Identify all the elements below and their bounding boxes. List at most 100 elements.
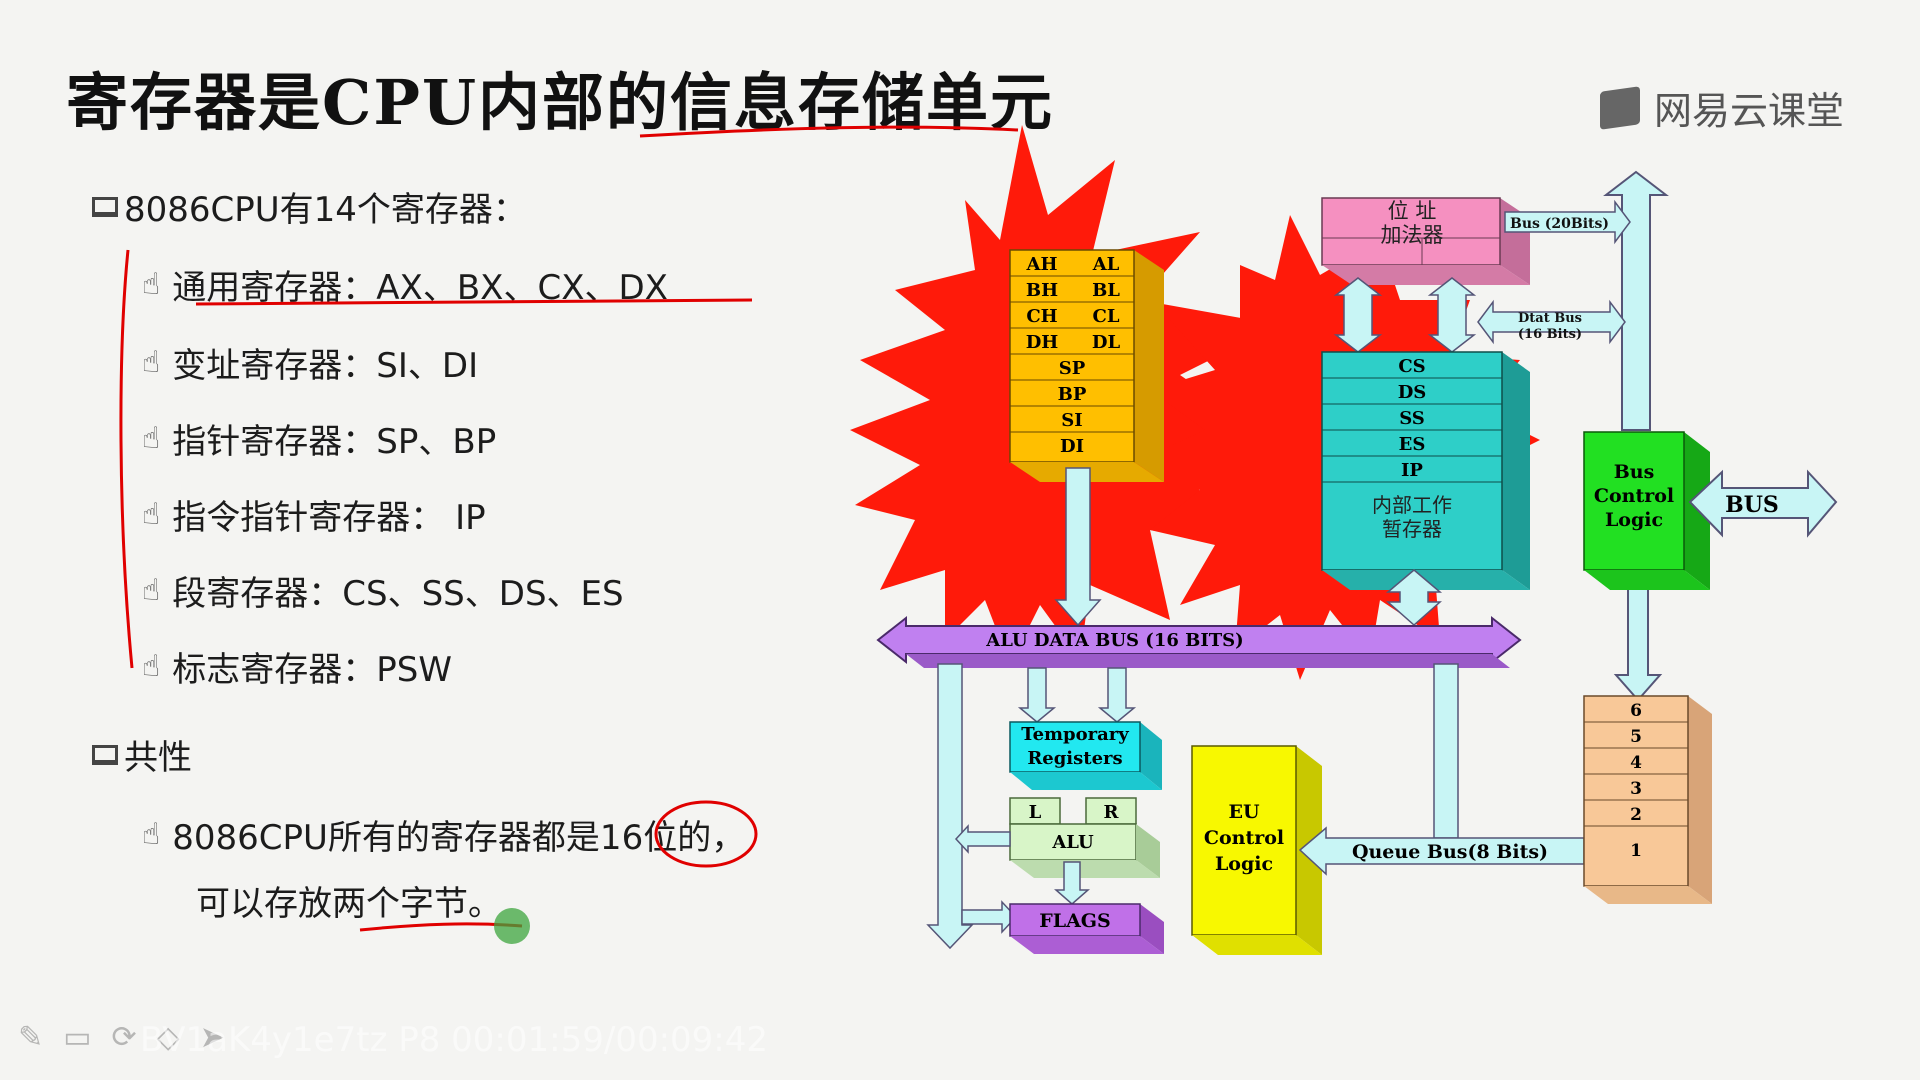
sixteen-bit-circle-annotation bbox=[654, 800, 758, 868]
temporary-registers-box bbox=[1009, 721, 1162, 790]
alu-label: ALU bbox=[1051, 832, 1094, 853]
pointing-hand-icon: ☝ bbox=[142, 345, 161, 380]
queue-slot-2: 2 bbox=[1630, 805, 1642, 825]
alu-l-input: L bbox=[1029, 802, 1042, 823]
temp-text-line: Registers bbox=[1027, 748, 1122, 769]
pointing-hand-icon: ☝ bbox=[142, 573, 161, 608]
bus-vertical-arrow bbox=[1603, 170, 1669, 431]
register-ch: CH bbox=[1026, 306, 1057, 327]
pointer-cursor-icon bbox=[494, 908, 530, 944]
register-ds: DS bbox=[1398, 382, 1427, 403]
eu-text-line: Control bbox=[1204, 827, 1284, 849]
register-group-label: 指针寄存器：SP、BP bbox=[172, 422, 497, 462]
alu-bus-right-drop bbox=[1433, 663, 1459, 839]
computer-square-icon bbox=[92, 744, 118, 765]
bus-label: BUS bbox=[1725, 492, 1779, 518]
register-bp: BP bbox=[1058, 384, 1087, 405]
brand-logo: 网易云课堂 bbox=[1600, 80, 1844, 135]
address-adder-label: 位 址加法器 bbox=[1381, 199, 1444, 247]
bus-double-arrow bbox=[1688, 469, 1838, 538]
register-group-item: ☝ 段寄存器：CS、SS、DS、ES bbox=[142, 566, 624, 615]
common-line-2: 可以存放两个字节。 bbox=[196, 884, 502, 924]
pointing-hand-icon: ☝ bbox=[142, 649, 161, 684]
screen-icon[interactable]: ▭ bbox=[63, 1020, 92, 1055]
bus20-arrow bbox=[1504, 199, 1631, 245]
general-register-underline-annotation bbox=[195, 298, 753, 306]
pointing-hand-icon: ☝ bbox=[142, 497, 161, 532]
register-group-item: ☝ 指令指针寄存器： IP bbox=[142, 490, 486, 539]
register-dh: DH bbox=[1026, 332, 1059, 353]
pen-icon[interactable]: ✎ bbox=[18, 1020, 44, 1055]
common-heading: 共性 bbox=[92, 730, 192, 779]
registers-heading: 8086CPU有14个寄存器： bbox=[92, 182, 527, 231]
bus-control-logic-box bbox=[1583, 431, 1710, 590]
register-group-label: 标志寄存器：PSW bbox=[172, 650, 452, 690]
databus-text-line: Dtat Bus bbox=[1518, 311, 1582, 326]
common-line-1: 8086CPU所有的寄存器都是16位的， bbox=[172, 818, 746, 858]
data-bus-arrow bbox=[1477, 299, 1626, 345]
eu-text-line: EU bbox=[1228, 801, 1259, 823]
instruction-queue-box bbox=[1583, 695, 1712, 904]
cursor-icon[interactable]: ➤ bbox=[199, 1020, 225, 1055]
register-group-item: ☝ 指针寄存器：SP、BP bbox=[142, 414, 496, 463]
eraser-icon[interactable]: ◇ bbox=[156, 1020, 180, 1055]
register-group-item: ☝ 变址寄存器：SI、DI bbox=[142, 338, 478, 387]
pointing-hand-icon: ☝ bbox=[142, 817, 161, 852]
register-group-label: 变址寄存器：SI、DI bbox=[172, 346, 479, 386]
bcl-text-line: Control bbox=[1594, 485, 1674, 507]
register-sp: SP bbox=[1059, 358, 1086, 379]
databus-text-line: (16 Bits) bbox=[1518, 327, 1582, 342]
queue-slot-5: 5 bbox=[1630, 727, 1642, 747]
address-adder-box bbox=[1321, 197, 1530, 285]
registers-heading-text: 8086CPU有14个寄存器： bbox=[124, 190, 527, 230]
title-underline-annotation bbox=[639, 125, 1019, 138]
alu-data-bus bbox=[876, 615, 1522, 665]
pointing-hand-icon: ☝ bbox=[142, 267, 161, 302]
register-bh: BH bbox=[1026, 280, 1058, 301]
queue-slot-4: 4 bbox=[1630, 753, 1642, 773]
bcl-text-line: Bus bbox=[1614, 461, 1655, 483]
bus20-label: Bus (20Bits) bbox=[1510, 216, 1609, 232]
queue-bus-label: Queue Bus(8 Bits) bbox=[1352, 841, 1548, 863]
bcl-text-line: Logic bbox=[1605, 509, 1663, 531]
register-group-item: ☝ 标志寄存器：PSW bbox=[142, 642, 452, 691]
register-di: DI bbox=[1060, 436, 1084, 457]
register-cl: CL bbox=[1093, 306, 1120, 327]
queue-slot-3: 3 bbox=[1630, 779, 1642, 799]
register-group-label: 指令指针寄存器： IP bbox=[172, 498, 486, 538]
player-controls: ✎ ▭ ⟳ ◇ ➤ bbox=[18, 1020, 225, 1055]
refresh-icon[interactable]: ⟳ bbox=[111, 1020, 137, 1055]
data-bus-label: Dtat Bus(16 Bits) bbox=[1518, 311, 1582, 342]
register-ss: SS bbox=[1399, 408, 1425, 429]
computer-square-icon bbox=[92, 196, 118, 217]
flags-label: FLAGS bbox=[1039, 910, 1111, 932]
bracket-annotation bbox=[119, 249, 134, 669]
queue-slot-6: 6 bbox=[1630, 701, 1642, 721]
alu-r-input: R bbox=[1104, 802, 1120, 823]
alu-to-flags-arrow bbox=[1054, 861, 1090, 905]
common-item-continuation: 可以存放两个字节。 bbox=[196, 876, 502, 925]
eu-text-line: Logic bbox=[1215, 853, 1273, 875]
common-heading-text: 共性 bbox=[124, 738, 192, 778]
register-ip: IP bbox=[1401, 460, 1423, 481]
queue-slot-1: 1 bbox=[1630, 841, 1642, 861]
general-registers-box bbox=[1009, 249, 1164, 482]
bus-to-flags-arrow bbox=[961, 900, 1018, 934]
brand-name: 网易云课堂 bbox=[1654, 89, 1845, 133]
register-dl: DL bbox=[1092, 332, 1121, 353]
pointing-hand-icon: ☝ bbox=[142, 421, 161, 456]
alu-output-arrow bbox=[954, 824, 1011, 854]
register-bl: BL bbox=[1092, 280, 1120, 301]
alu-data-bus-label: ALU DATA BUS (16 BITS) bbox=[985, 630, 1243, 651]
video-watermark: BV1aK4y1e7tz P8 00:01:59/00:09:42 bbox=[140, 1020, 769, 1060]
adder-text-line: 加法器 bbox=[1381, 223, 1444, 247]
register-es: ES bbox=[1399, 434, 1426, 455]
general-to-bus-arrow bbox=[1054, 467, 1102, 627]
alu-box bbox=[1009, 797, 1160, 878]
bus-to-temp-arrow-1 bbox=[1017, 667, 1057, 723]
alu-data-bus-shadow bbox=[906, 654, 1510, 668]
